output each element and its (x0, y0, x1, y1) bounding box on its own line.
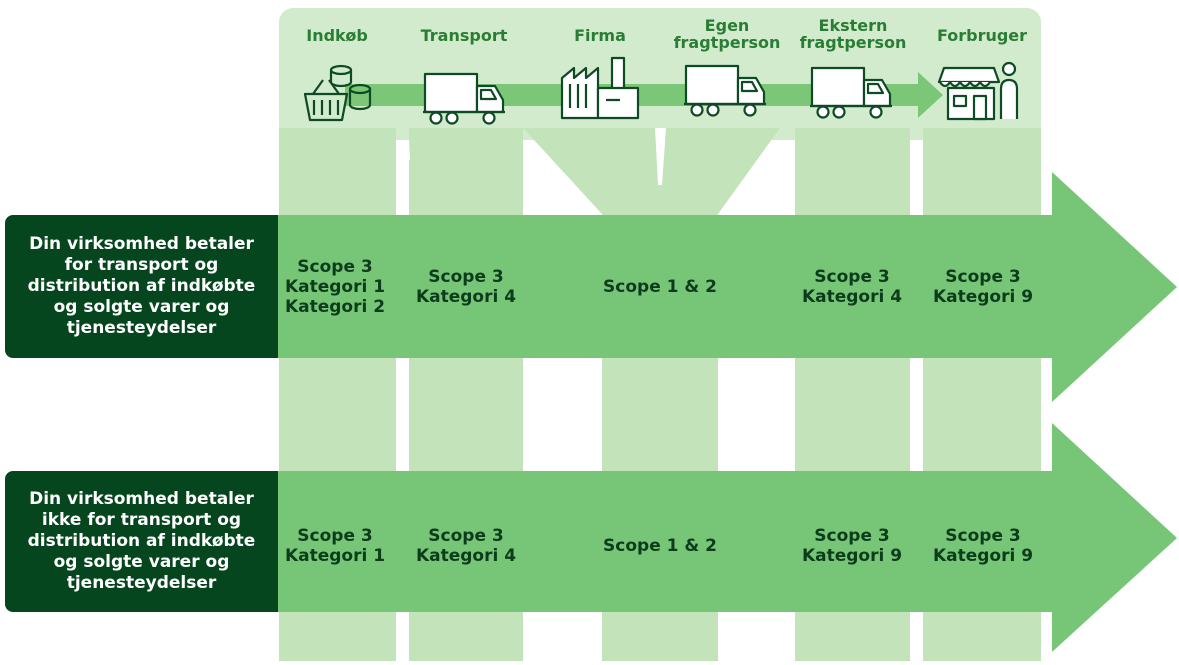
scope-cell-line: Kategori 2 (284, 297, 386, 317)
row-label-line: ikke for transport og (41, 510, 242, 530)
row-arrow-2 (278, 423, 1177, 652)
truck-icon (684, 64, 766, 117)
scope-cell-line: Scope 3 (814, 526, 890, 546)
shop-customer-icon (937, 61, 1019, 121)
truck-icon (810, 66, 892, 119)
column-label-line: Transport (420, 26, 508, 45)
scope-cell: Scope 1 & 2 (603, 277, 717, 297)
scope-cell-line: Kategori 1 (284, 277, 386, 297)
scope-cell-line: Scope 3 (428, 267, 504, 287)
row-label-line: for transport og (64, 255, 219, 275)
scope-cell: Scope 1 & 2 (603, 536, 717, 556)
row-label-line: Din virksomhed betaler (29, 234, 254, 254)
scope-cell-line: Kategori 4 (801, 287, 903, 307)
row-label-line: Din virksomhed betaler (29, 489, 254, 509)
scope-cell-line: Scope 3 (945, 267, 1021, 287)
scope-cell-line: Kategori 9 (932, 546, 1034, 566)
factory-icon (560, 56, 640, 120)
row-label-line: og solgte varer og (53, 297, 230, 317)
firma-funnel-gap (655, 128, 666, 185)
scope-cell-line: Kategori 9 (932, 287, 1034, 307)
truck-icon (423, 72, 505, 125)
scope-cell-line: Scope 1 & 2 (603, 277, 717, 297)
flow-arrow-head (918, 72, 943, 118)
fade (396, 140, 410, 160)
row-label-line: tjenesteydelser (66, 318, 217, 338)
shopping-basket-coins-icon (303, 64, 372, 122)
column-label-line: Ekstern (818, 16, 888, 35)
header-panel (279, 8, 1041, 140)
scope-cell-line: Kategori 4 (415, 546, 517, 566)
column-label-line: fragtperson (673, 33, 781, 52)
scope-cell-line: Scope 3 (945, 526, 1021, 546)
scope-cell-line: Scope 3 (297, 257, 373, 277)
column-label-6: Forbruger (937, 27, 1027, 44)
row-label-line: distribution af indkøbte (27, 531, 256, 551)
row-label-line: og solgte varer og (53, 552, 230, 572)
scope-cell-line: Scope 1 & 2 (603, 536, 717, 556)
scope-cell-line: Scope 3 (428, 526, 504, 546)
scope-cell-line: Kategori 1 (284, 546, 386, 566)
scope-cell-line: Kategori 4 (415, 287, 517, 307)
column-label-line: Forbruger (936, 26, 1028, 45)
firma-funnel (523, 128, 780, 214)
column-label-line: Firma (574, 26, 626, 45)
column-label-3: Firma (574, 27, 626, 44)
column-label-1: Indkøb (306, 27, 368, 44)
row-label-line: tjenesteydelser (66, 573, 217, 593)
row-arrow-1 (278, 172, 1177, 402)
column-label-line: Indkøb (306, 26, 368, 45)
scope-cell-line: Scope 3 (297, 526, 373, 546)
column-label-line: Egen (704, 16, 750, 35)
scope-cell-line: Kategori 9 (801, 546, 903, 566)
column-label-2: Transport (421, 27, 508, 44)
scope-cell-line: Scope 3 (814, 267, 890, 287)
column-label-line: fragtperson (799, 33, 907, 52)
row-label-line: distribution af indkøbte (27, 276, 256, 296)
